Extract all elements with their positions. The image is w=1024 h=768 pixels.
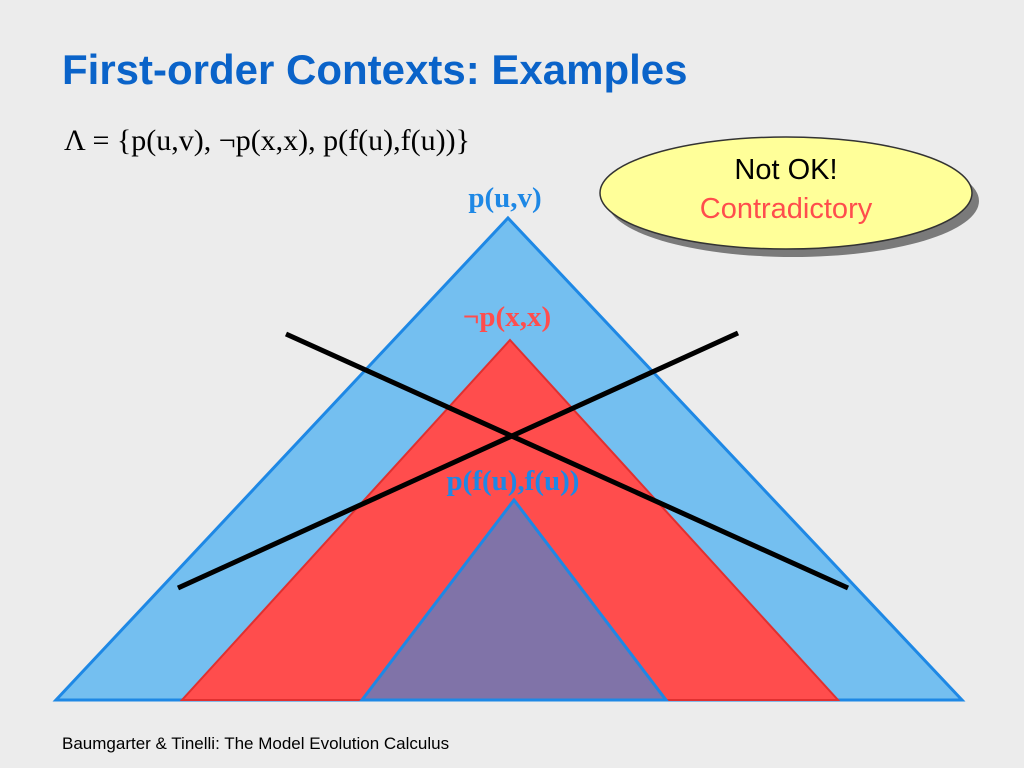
- inner-triangle-label: p(f(u),f(u)): [447, 465, 580, 497]
- slide-footer: Baumgarter & Tinelli: The Model Evolutio…: [62, 734, 450, 753]
- outer-triangle-label: p(u,v): [468, 182, 541, 214]
- callout-not-ok-text: Not OK!: [734, 154, 837, 186]
- callout-bubble: [599, 136, 973, 250]
- middle-triangle-label: ¬p(x,x): [463, 301, 551, 333]
- inner-triangle: [358, 497, 670, 702]
- slide-title: First-order Contexts: Examples: [62, 46, 688, 93]
- callout-contradictory-text: Contradictory: [700, 193, 873, 225]
- cross-line-ascending: [176, 330, 740, 591]
- context-formula: Λ = {p(u,v), ¬p(x,x), p(f(u),f(u))}: [64, 124, 470, 157]
- cross-line-descending: [284, 331, 850, 591]
- contradiction-callout: Not OK! Contradictory: [599, 136, 979, 257]
